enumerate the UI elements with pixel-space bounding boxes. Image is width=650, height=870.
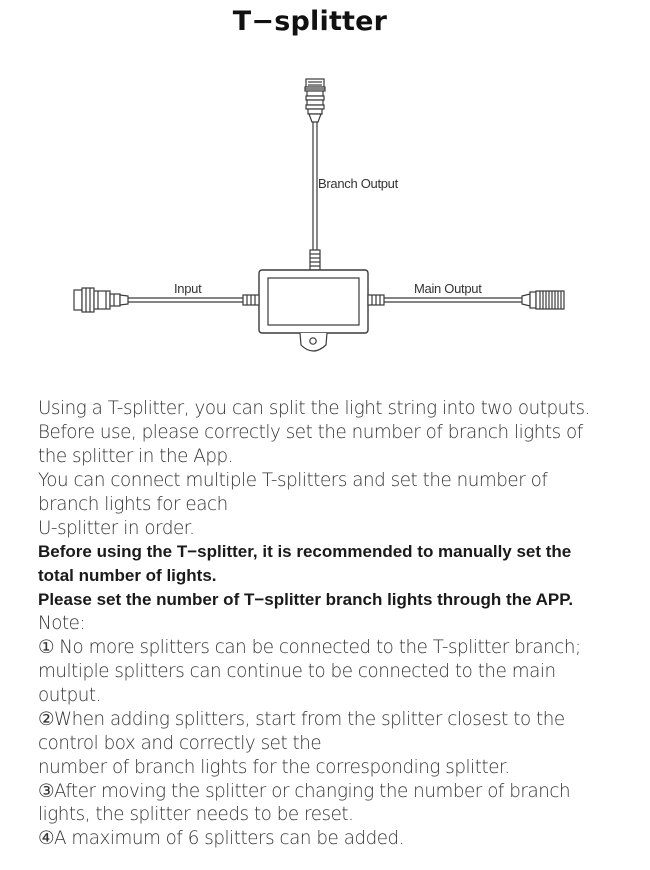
text-line: control box and correctly set the [38,732,322,754]
text-line: ④A maximum of 6 splitters can be added. [38,828,405,850]
text-line: U-splitter in order. [38,517,195,539]
t-splitter-drawing [73,78,565,352]
text-line: total number of lights. [38,566,217,586]
text-line: Note: [38,613,86,635]
main-output-connector [521,290,565,310]
t-splitter-diagram: Branch Output Input Main Output [0,60,650,370]
branch-strain-relief [309,249,321,271]
page-title: T−splitter [232,6,388,37]
text-line: ① No more splitters can be connected to … [38,637,581,659]
text-line: Using a T-splitter, you can split the li… [38,398,590,419]
input-strain-relief [242,294,260,306]
main-output-label: Main Output [414,281,482,296]
splitter-box [258,269,369,352]
text-line: You can connect multiple T-splitters and… [38,469,548,491]
branch-connector [304,78,326,123]
text-line: Before using the T−splitter, it is recom… [38,542,572,562]
input-label: Input [174,281,202,296]
text-line: multiple splitters can continue to be co… [38,660,556,682]
input-connector [73,287,129,313]
text-line: branch lights for each [38,493,228,515]
text-line: Before use, please correctly set the num… [38,421,583,443]
main-output-cable [384,297,522,303]
text-line: lights, the splitter needs to be reset. [38,804,354,826]
text-line: ③After moving the splitter or changing t… [38,780,571,802]
text-line: the splitter in the App. [38,445,234,467]
branch-cable [312,120,318,250]
text-line: Please set the number of T−splitter bran… [38,590,574,610]
text-line: number of branch lights for the correspo… [38,756,510,778]
branch-output-label: Branch Output [318,176,398,191]
text-line: output. [38,684,101,706]
input-cable [128,297,243,303]
text-line: ②When adding splitters, start from the s… [38,708,565,730]
main-strain-relief [367,294,385,306]
instructions-text: Using a T-splitter, you can split the li… [38,397,628,851]
